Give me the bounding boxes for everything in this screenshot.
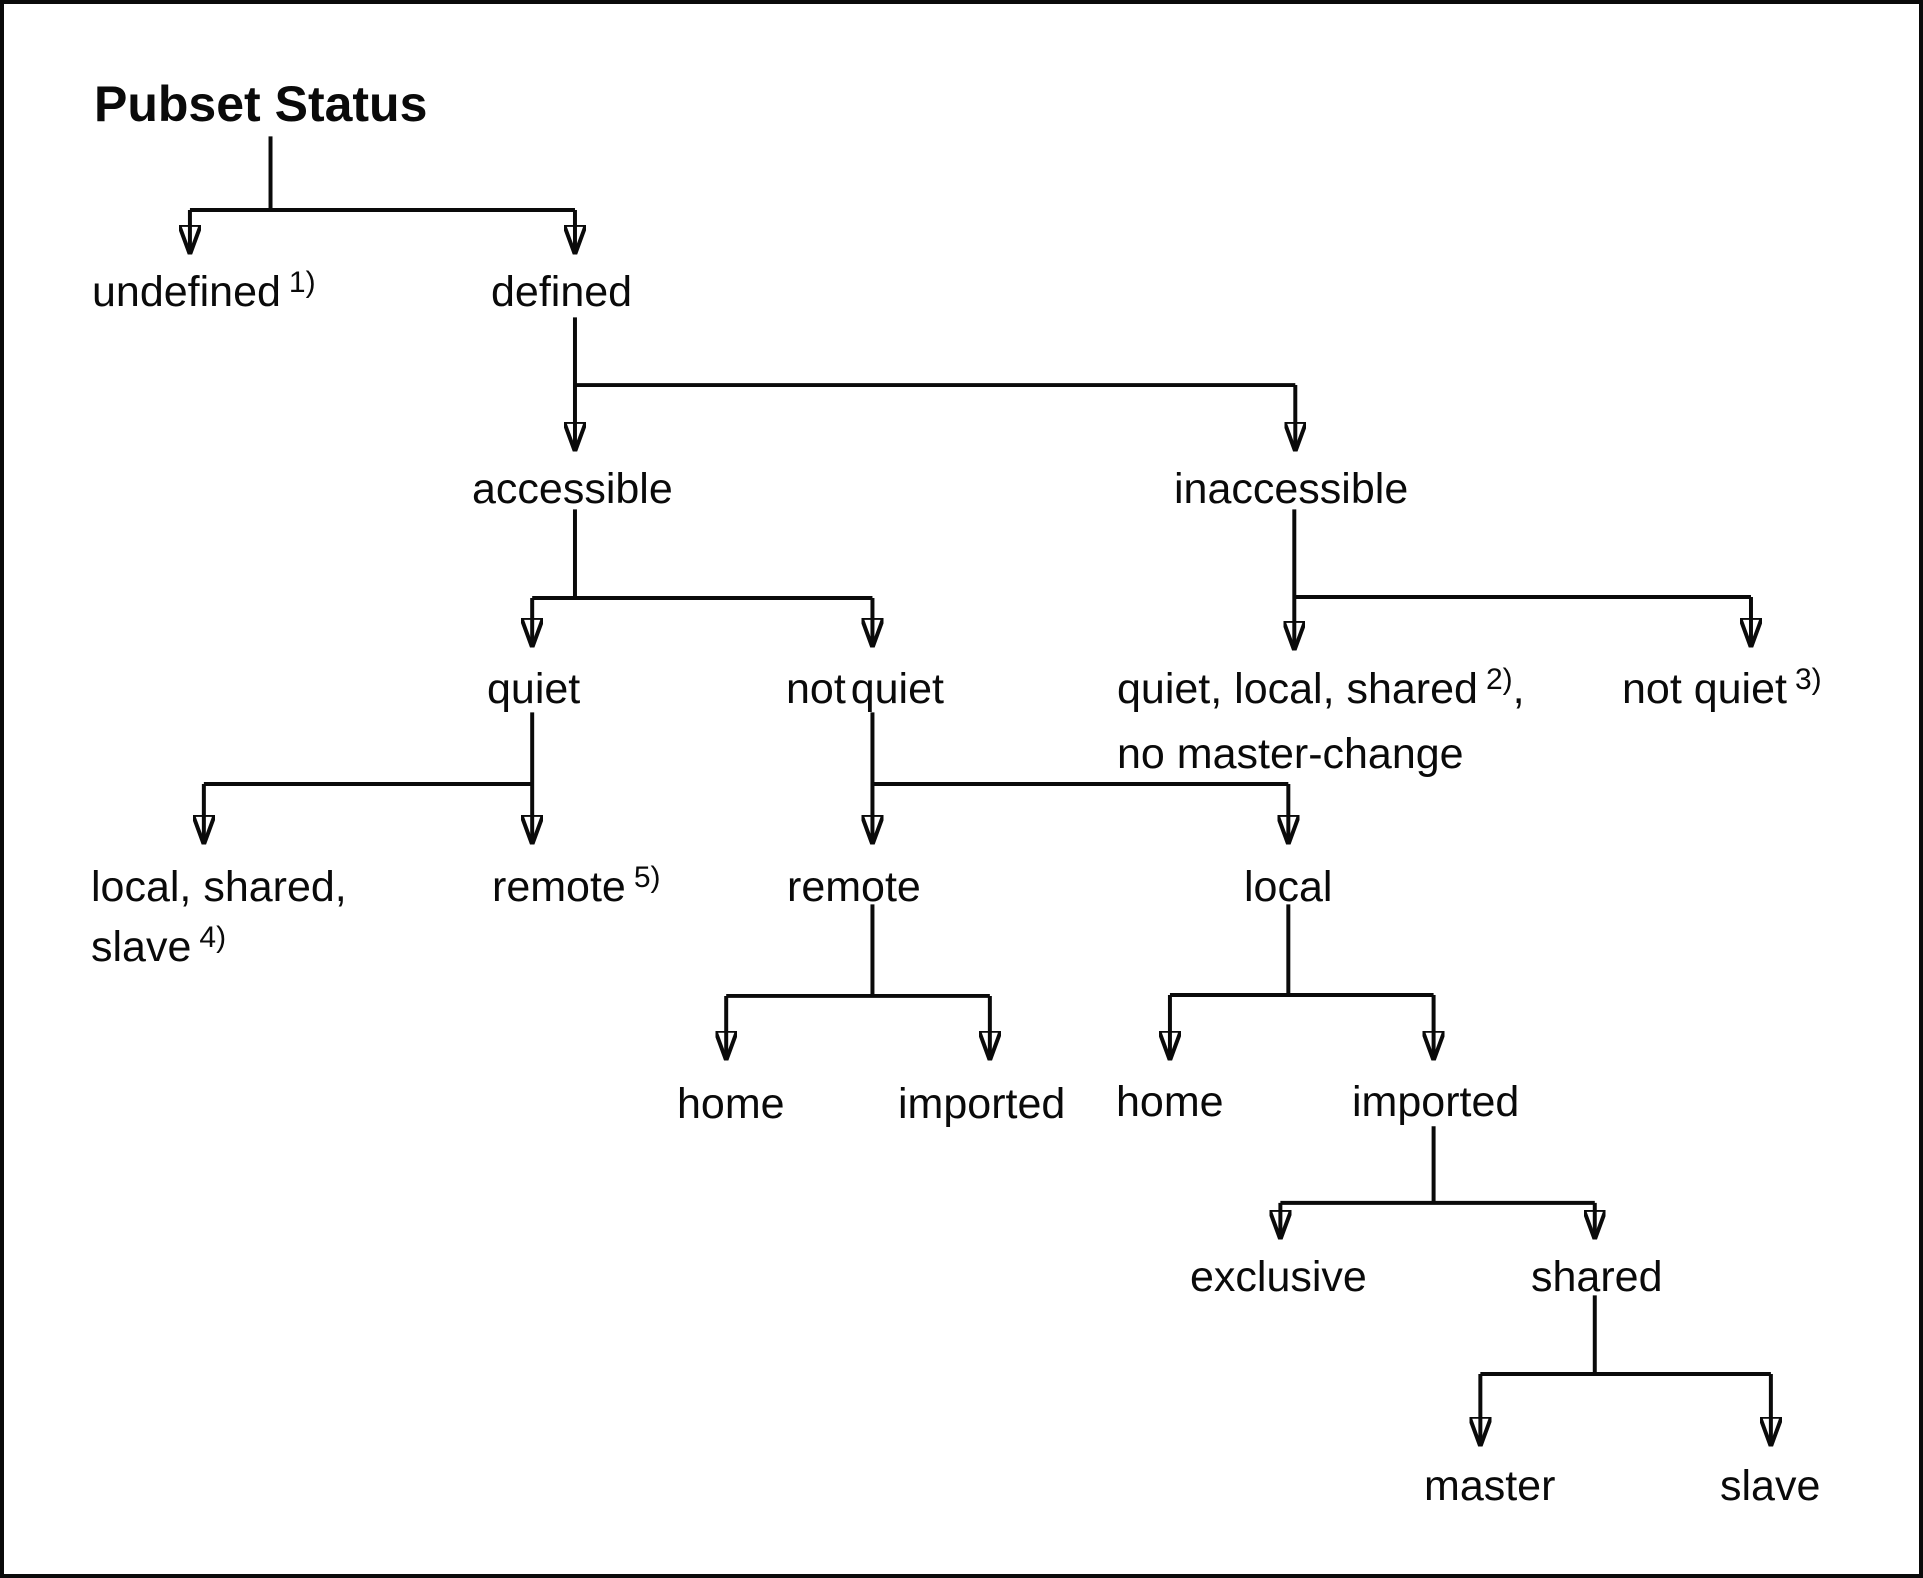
node-local-not-quiet: local: [1244, 863, 1333, 911]
node-local-shared-slave-line1: local, shared,: [91, 863, 347, 911]
node-quiet: quiet: [487, 665, 581, 713]
node-undefined-label: undefined: [92, 268, 281, 316]
node-not-quiet-inaccessible-footnote: 3): [1794, 663, 1822, 696]
node-quiet-local-shared-label: quiet, local, shared: [1117, 665, 1478, 713]
node-imported-remote: imported: [898, 1080, 1066, 1128]
node-quiet-local-shared-comma: ,: [1512, 665, 1525, 713]
node-quiet-local-shared-line2: no master-change: [1117, 730, 1464, 778]
node-home-remote: home: [677, 1080, 785, 1128]
node-accessible: accessible: [472, 465, 673, 513]
node-undefined-footnote: 1): [288, 266, 316, 299]
node-local-shared-slave-footnote: 4): [199, 921, 227, 954]
node-quiet-local-shared-footnote: 2): [1485, 663, 1513, 696]
node-imported-local: imported: [1352, 1078, 1520, 1126]
node-home-local: home: [1116, 1078, 1224, 1126]
node-remote-quiet-label: remote: [492, 863, 626, 911]
node-defined: defined: [491, 268, 633, 316]
tree-edges: [4, 136, 1919, 1574]
diagram-title: Pubset Status: [94, 76, 428, 132]
node-exclusive: exclusive: [1190, 1253, 1367, 1301]
node-not-quiet-inaccessible-label: not quiet: [1622, 665, 1787, 713]
node-remote-quiet-footnote: 5): [633, 861, 661, 894]
node-master: master: [1424, 1462, 1556, 1510]
node-slave: slave: [1720, 1462, 1821, 1510]
node-remote-not-quiet: remote: [787, 863, 921, 911]
node-local-shared-slave-line2: slave: [91, 923, 192, 971]
node-shared: shared: [1531, 1253, 1663, 1301]
node-not-quiet-accessible: not quiet: [786, 665, 944, 713]
node-inaccessible: inaccessible: [1174, 465, 1409, 513]
